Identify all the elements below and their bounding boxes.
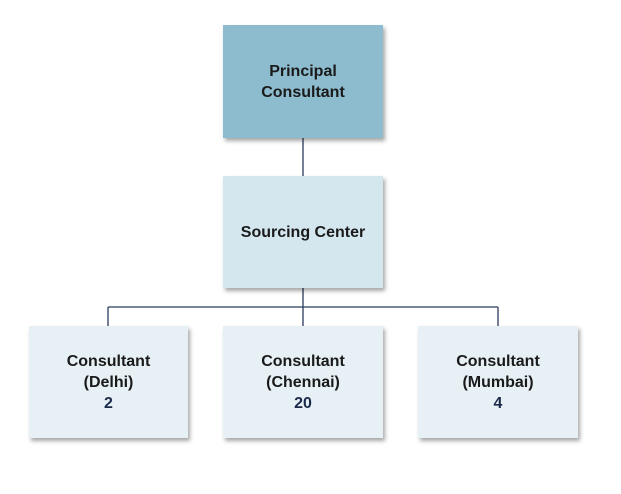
consultant-mumbai-line1: Consultant bbox=[456, 352, 540, 370]
consultant-delhi-count: 2 bbox=[104, 394, 113, 412]
consultant-delhi-line2: (Delhi) bbox=[83, 373, 134, 391]
consultant-chennai-line2: (Chennai) bbox=[266, 373, 340, 391]
consultant-chennai-box: Consultant (Chennai) 20 bbox=[223, 326, 383, 438]
consultant-chennai-line1: Consultant bbox=[261, 352, 345, 370]
consultant-mumbai-box: Consultant (Mumbai) 4 bbox=[418, 326, 578, 438]
consultant-mumbai-line2: (Mumbai) bbox=[462, 373, 534, 391]
consultant-mumbai-count: 4 bbox=[493, 394, 503, 412]
consultant-delhi-box: Consultant (Delhi) 2 bbox=[29, 326, 188, 438]
consultant-delhi-line1: Consultant bbox=[66, 352, 151, 370]
sourcing-center-label: Sourcing Center bbox=[240, 223, 366, 241]
principal-label-line2: Consultant bbox=[261, 83, 345, 101]
consultant-chennai-count: 20 bbox=[294, 394, 312, 412]
principal-label-line1: Principal bbox=[269, 62, 337, 80]
sourcing-center-box: Sourcing Center bbox=[223, 176, 383, 288]
principal-consultant-box: Principal Consultant bbox=[223, 25, 383, 138]
